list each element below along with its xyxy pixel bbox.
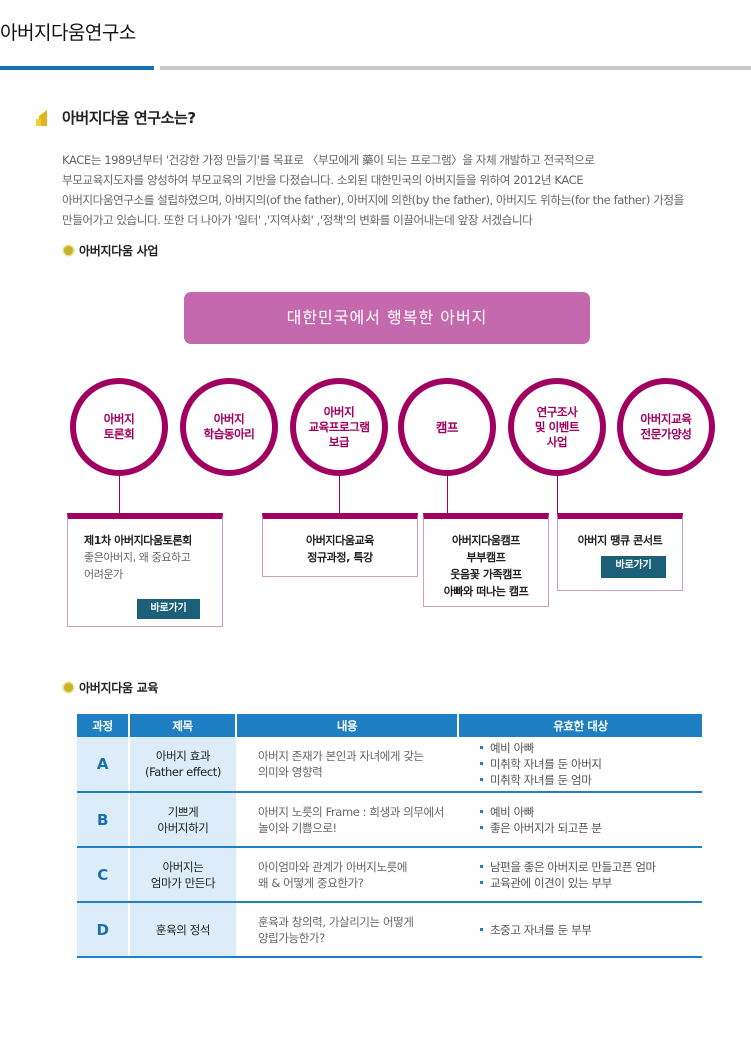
connector-line <box>447 476 448 514</box>
card-line: 아버지다움교육 <box>305 534 375 547</box>
education-table: 과정 제목 내용 유효한 대상 A 아버지 효과(Father effect) … <box>77 714 702 958</box>
card-line: 아빠와 떠나는 캠프 <box>443 585 529 598</box>
connector-line <box>119 476 120 514</box>
table-row: A 아버지 효과(Father effect) 아버지 존재가 본인과 자녀에게… <box>77 737 702 793</box>
subheading-education: 아버지다움 교육 <box>79 681 159 695</box>
card-line: 웃음꽃 가족캠프 <box>450 568 522 581</box>
goto-forum-button[interactable]: 바로가기 <box>137 599 200 619</box>
card-line: 아버지다움캠프 <box>451 534 521 547</box>
title-underline-accent <box>0 66 154 70</box>
card-title: 제1차 아버지다움토론회 <box>84 534 192 547</box>
course-title: 훈육의 정석 <box>129 902 236 958</box>
card-concert: 아버지 땡큐 콘서트 바로가기 <box>557 513 683 591</box>
column-header: 과정 <box>77 714 130 737</box>
intro-line: KACE는 1989년부터 '건강한 가정 만들기'를 목표로 〈부모에게 藥이… <box>62 153 595 167</box>
card-line: 정규과정, 특강 <box>307 551 373 564</box>
bullet-icon <box>64 683 73 692</box>
intro-line: 부모교육지도자를 양성하여 부모교육의 기반을 다졌습니다. 소외된 대한민국의… <box>62 173 584 187</box>
card-title: 아버지 땡큐 콘서트 <box>577 534 663 547</box>
course-targets: 초중고 자녀를 둔 부부 <box>458 902 702 958</box>
intro-line: 아버지다움연구소를 설립하였으며, 아버지의(of the father), 아… <box>62 193 684 207</box>
subheading-business: 아버지다움 사업 <box>79 244 159 258</box>
business-banner: 대한민국에서 행복한 아버지 <box>184 292 590 344</box>
course-code: C <box>77 847 130 903</box>
section-marker-icon <box>36 110 47 126</box>
title-underline <box>160 66 751 70</box>
intro-line: 만들어가고 있습니다. 또한 더 나아가 '일터' ,'지역사회' ,'정책'의… <box>62 213 533 227</box>
card-forum: 제1차 아버지다움토론회 좋은아버지, 왜 중요하고 어려운가 바로가기 <box>67 513 223 627</box>
circle-camp: 캠프 <box>398 378 496 476</box>
table-header-row: 과정 제목 내용 유효한 대상 <box>77 714 702 737</box>
course-code: A <box>77 737 130 793</box>
card-desc: 어려운가 <box>84 568 123 581</box>
connector-line <box>339 476 340 514</box>
column-header: 제목 <box>129 714 237 737</box>
course-title: 아버지 효과(Father effect) <box>129 737 236 793</box>
section-heading-about: 아버지다움 연구소는? <box>62 109 196 127</box>
intro-text: KACE는 1989년부터 '건강한 가정 만들기'를 목표로 〈부모에게 藥이… <box>62 150 712 230</box>
course-code: D <box>77 902 130 958</box>
column-header: 유효한 대상 <box>458 714 702 737</box>
card-education: 아버지다움교육 정규과정, 특강 <box>262 513 418 577</box>
connector-line <box>557 476 558 514</box>
column-header: 내용 <box>236 714 459 737</box>
course-code: B <box>77 792 130 848</box>
page-title: 아버지다움연구소 <box>0 22 136 44</box>
card-camp: 아버지다움캠프 부부캠프 웃음꽃 가족캠프 아빠와 떠나는 캠프 <box>423 513 549 607</box>
card-line: 부부캠프 <box>466 551 506 564</box>
goto-concert-button[interactable]: 바로가기 <box>601 556 666 578</box>
card-desc: 좋은아버지, 왜 중요하고 <box>84 551 191 564</box>
bullet-icon <box>64 246 73 255</box>
